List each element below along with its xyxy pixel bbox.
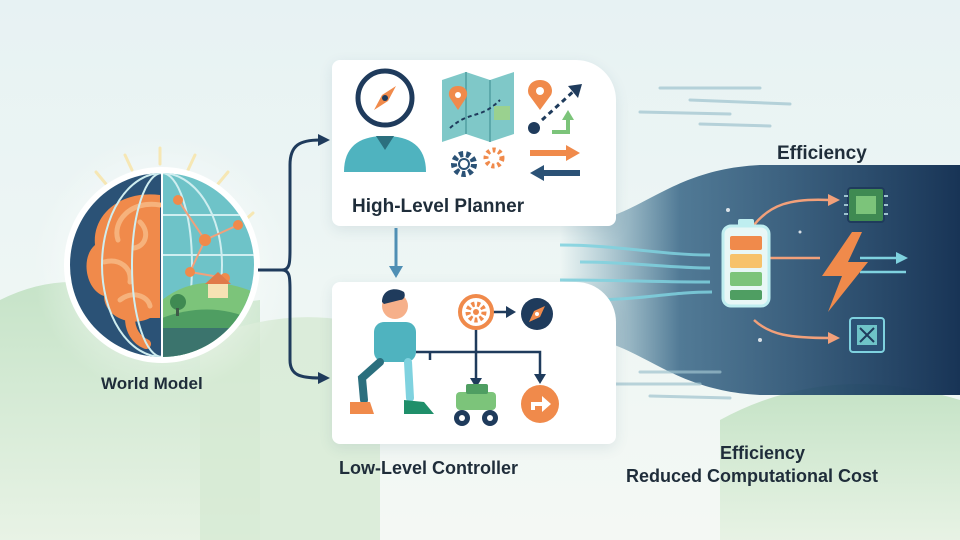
compass-icon <box>521 298 553 330</box>
route-arrow-icon <box>528 84 582 134</box>
arrow-to-vehicle <box>470 378 482 388</box>
branch-connector <box>258 138 321 380</box>
gears-icon <box>451 147 505 177</box>
lightning-bolt-icon <box>822 232 868 312</box>
arrow-to-compass <box>506 306 516 318</box>
location-pin-icon <box>528 80 552 110</box>
map-icon <box>442 72 514 142</box>
chip-arrowhead-low <box>828 332 840 344</box>
compass-icon <box>355 68 415 128</box>
reduced-cost-caption: Reduced Computational Cost <box>626 466 879 486</box>
planner-to-controller-arrow <box>389 228 403 278</box>
efficiency-title: Efficiency <box>777 143 867 164</box>
world-model-label: World Model <box>101 374 203 393</box>
sparkles <box>726 208 802 342</box>
chip-icon <box>849 317 885 353</box>
output-arrowhead <box>896 252 908 264</box>
efficiency-caption: Efficiency <box>720 443 806 463</box>
arrow-to-controller <box>318 372 330 384</box>
efficiency-output-arrows <box>860 256 906 274</box>
speed-streaks-top <box>638 86 792 128</box>
hill-right <box>720 384 960 540</box>
high-level-planner-label: High-Level Planner <box>352 196 525 217</box>
bidirectional-arrows-icon <box>530 145 580 181</box>
person-icon <box>344 136 426 172</box>
efficiency-flow-arrows <box>753 198 831 340</box>
low-level-controller-label: Low-Level Controller <box>339 458 519 478</box>
walking-person-icon <box>350 289 434 414</box>
chip-icon <box>844 187 888 223</box>
battery-icon <box>721 219 771 308</box>
robot-vehicle-icon <box>454 384 498 426</box>
world-model-globe <box>64 167 260 363</box>
speed-streaks-bottom <box>608 370 732 400</box>
direction-sign-icon <box>521 385 559 423</box>
arrow-to-direction-sign <box>534 374 546 384</box>
arrow-to-planner <box>318 134 330 146</box>
network-globe-icon <box>101 173 254 357</box>
gear-icon <box>458 294 494 330</box>
chip-arrowhead <box>828 194 840 206</box>
